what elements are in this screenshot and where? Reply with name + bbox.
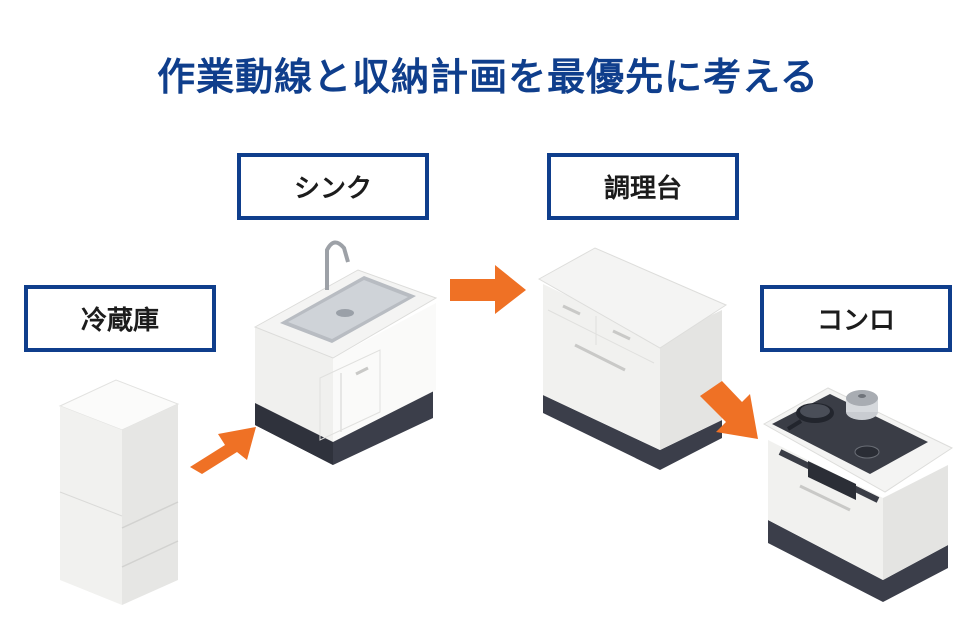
- flow-arrow-icon: [190, 427, 256, 474]
- label-refrigerator: 冷蔵庫: [24, 285, 216, 352]
- label-stove: コンロ: [760, 285, 952, 352]
- flow-arrow-icon: [700, 381, 758, 439]
- prep-counter-icon: [537, 247, 728, 470]
- page-title: 作業動線と収納計画を最優先に考える: [157, 55, 819, 99]
- label-sink: シンク: [237, 153, 429, 220]
- sink-cabinet-icon: [253, 240, 438, 465]
- flow-arrow-icon: [450, 265, 526, 314]
- refrigerator-icon: [58, 379, 180, 605]
- label-prep-counter: 調理台: [547, 153, 739, 220]
- stove-icon: [762, 387, 954, 602]
